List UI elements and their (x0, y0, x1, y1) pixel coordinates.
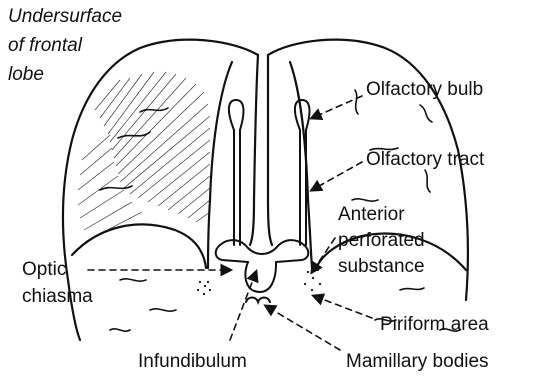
left-olfactory-bulb (229, 100, 244, 130)
infundibulum-leader (230, 272, 256, 340)
olfactory-bulb-leader (312, 96, 362, 118)
anterior-perforated-leader (312, 238, 335, 272)
mamillary-bodies-leader (266, 306, 340, 350)
left-olfactory-tract (234, 130, 240, 245)
mamillary-bodies (246, 298, 270, 303)
longitudinal-fissure (250, 55, 258, 245)
label-optic-chiasma-1: Optic (22, 258, 66, 281)
label-piriform-area: Piriform area (380, 313, 489, 336)
label-mamillary-bodies: Mamillary bodies (346, 350, 489, 373)
label-infundibulum: Infundibulum (138, 350, 247, 373)
title-line-3: lobe (8, 63, 44, 86)
label-anterior-perforated-3: substance (338, 255, 425, 278)
piriform-area-leader (314, 296, 372, 318)
frontal-lobe-shading (78, 72, 210, 238)
optic-chiasma (220, 240, 304, 254)
label-olfactory-bulb: Olfactory bulb (366, 78, 483, 101)
label-anterior-perforated-2: perforated (338, 229, 425, 252)
title-line-2: of frontal (8, 34, 82, 57)
left-temporal-lobe (72, 224, 206, 268)
label-anterior-perforated-1: Anterior (338, 203, 405, 226)
leader-lines (88, 96, 372, 350)
title-line-1: Undersurface (8, 5, 122, 28)
sulci (100, 90, 460, 331)
olfactory-tract-leader (312, 162, 362, 190)
label-optic-chiasma-2: chiasma (22, 285, 93, 308)
right-olfactory-tract (300, 130, 306, 245)
optic-chiasma-region (216, 240, 309, 302)
label-olfactory-tract: Olfactory tract (366, 148, 484, 171)
